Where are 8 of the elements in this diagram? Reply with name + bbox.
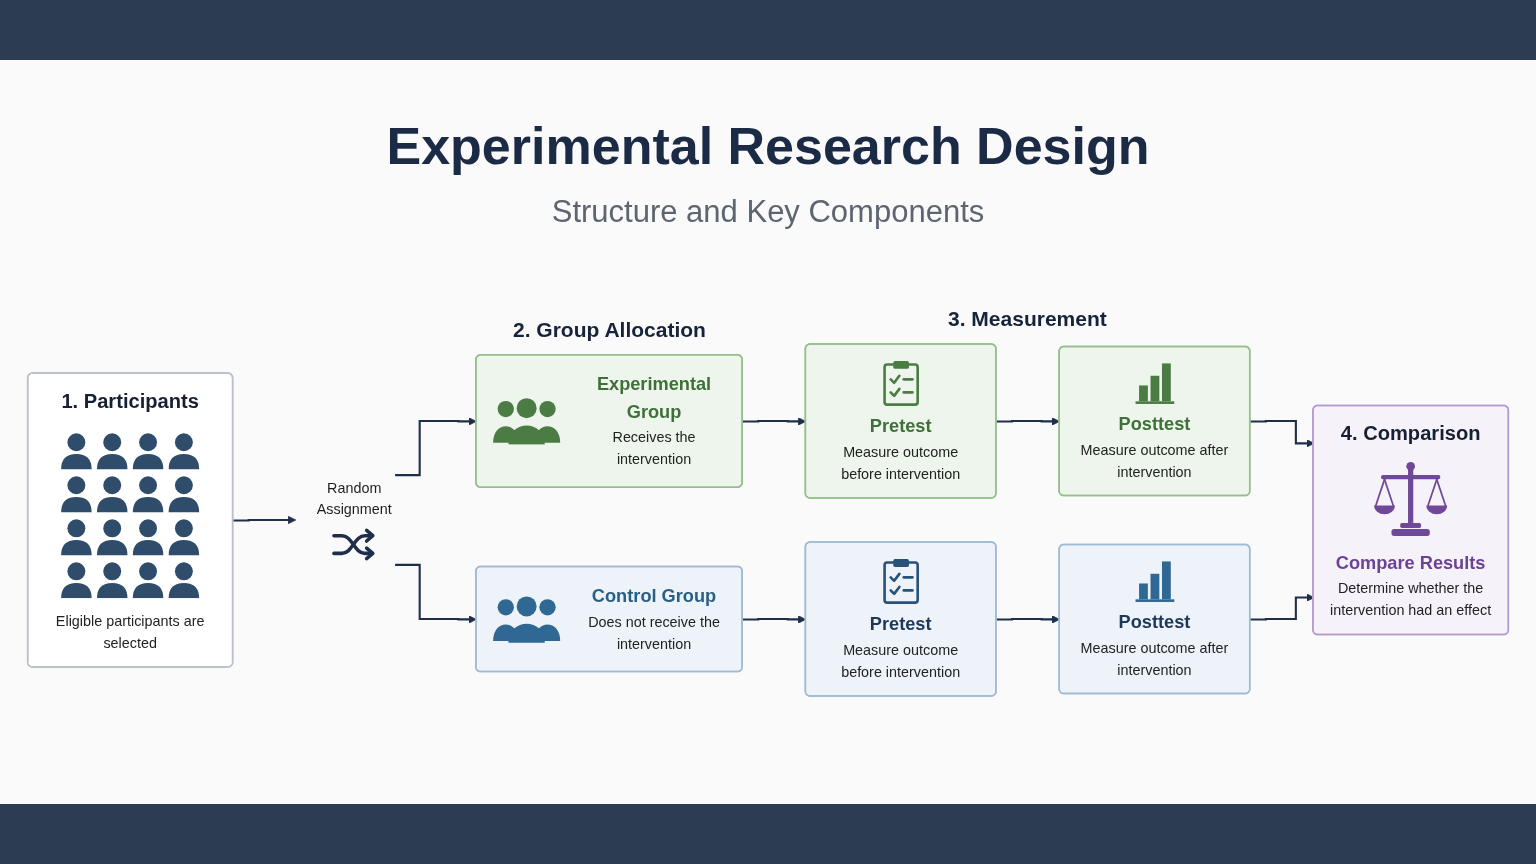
section-heading: 2. Group Allocation <box>513 317 706 343</box>
arrow <box>996 417 1060 426</box>
node-text: Random Assignment <box>316 479 392 518</box>
arrow <box>233 515 297 525</box>
section-heading: 3. Measurement <box>948 306 1107 332</box>
title: Experimental Research Design <box>386 118 1150 176</box>
subtitle: Structure and Key Components <box>551 194 985 230</box>
arrow <box>996 615 1060 624</box>
